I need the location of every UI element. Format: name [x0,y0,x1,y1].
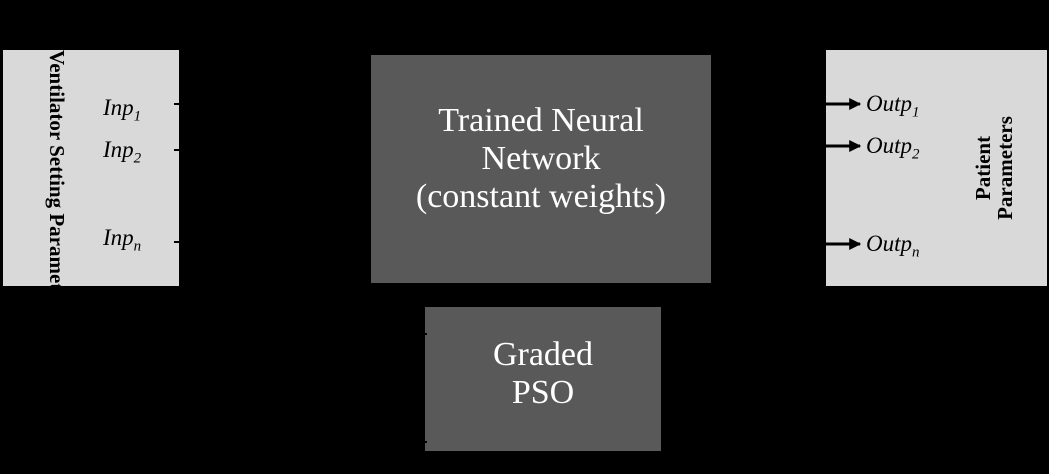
neural-network-line-2: Network [481,140,601,177]
neural-network-line-1: Trained Neural [438,102,644,139]
input-connector-ticks [174,103,182,243]
graded-pso-line-2: PSO [511,374,575,411]
input-port-1: Inp1 [103,96,141,129]
output-arrows [826,98,862,250]
graded-pso-line-1: Graded [492,336,594,373]
input-port-n: Inpn [103,226,141,259]
neural-network-line-3: (constant weights) [415,178,667,215]
output-block-title-line-1: Patient [971,135,995,201]
output-port-n-base: Outp [866,231,912,256]
output-port-n-sub: n [912,244,920,261]
output-port-n: Outpn [866,232,920,265]
output-port-1: Outp1 [866,92,920,125]
input-block-title: Ventilator Setting Parameters [45,50,69,318]
input-port-2-base: Inp [103,137,134,162]
output-port-2-sub: 2 [912,146,920,163]
neural-network-label: Trained Neural Network (constant weights… [371,102,711,216]
output-port-2-base: Outp [866,133,912,158]
input-port-1-sub: 1 [133,108,142,125]
input-port-n-sub: n [133,238,142,255]
graded-pso-block [425,307,661,451]
input-port-n-base: Inp [103,225,134,250]
graded-pso-label: Graded PSO [425,336,661,412]
input-block [3,50,179,286]
output-port-1-sub: 1 [912,104,920,121]
output-port-2: Outp2 [866,134,920,167]
pso-connector-ticks [421,333,427,443]
input-port-1-base: Inp [103,95,134,120]
output-block-title: Patient Parameters [971,50,1017,286]
input-port-2-sub: 2 [133,150,142,167]
input-port-2: Inp2 [103,138,141,171]
output-block-title-line-2: Parameters [993,116,1017,220]
output-block [826,50,1047,286]
neural-network-block [371,55,711,283]
output-port-1-base: Outp [866,91,912,116]
